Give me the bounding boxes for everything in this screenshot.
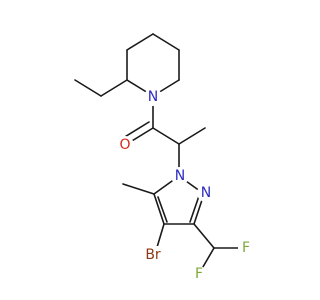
atom-label: Br: [145, 247, 161, 263]
pyrazole-n2-atom: N: [197, 184, 215, 202]
fluorine-atom-1: F: [191, 266, 207, 282]
bond: [178, 127, 206, 145]
bond: [189, 195, 200, 223]
carbonyl-oxygen-atom: O: [116, 136, 134, 154]
bond: [122, 183, 155, 195]
atom-label: F: [195, 266, 203, 282]
pyrazole-n1-atom: N: [171, 167, 189, 185]
bond: [152, 127, 180, 145]
atom-label: N: [148, 89, 158, 105]
bond: [157, 196, 168, 223]
atom-label: F: [242, 240, 250, 256]
atom-label: N: [175, 168, 185, 184]
bond: [74, 79, 102, 97]
bond: [193, 223, 215, 249]
molecule-canvas: N O N N Br F F: [74, 33, 254, 282]
bond: [153, 193, 165, 225]
atom-labels: N O N N Br F F: [116, 88, 254, 282]
bond: [100, 79, 128, 97]
atom-label: O: [119, 137, 130, 153]
bromine-atom: Br: [142, 246, 166, 263]
bond: [126, 33, 154, 51]
molecule-structure: N O N N Br F F: [74, 33, 254, 282]
piperidine-nitrogen-atom: N: [144, 88, 162, 106]
bonds: [74, 33, 245, 273]
atom-label: N: [201, 185, 211, 201]
fluorine-atom-2: F: [238, 240, 254, 256]
bond: [122, 121, 150, 139]
bond: [152, 33, 180, 51]
